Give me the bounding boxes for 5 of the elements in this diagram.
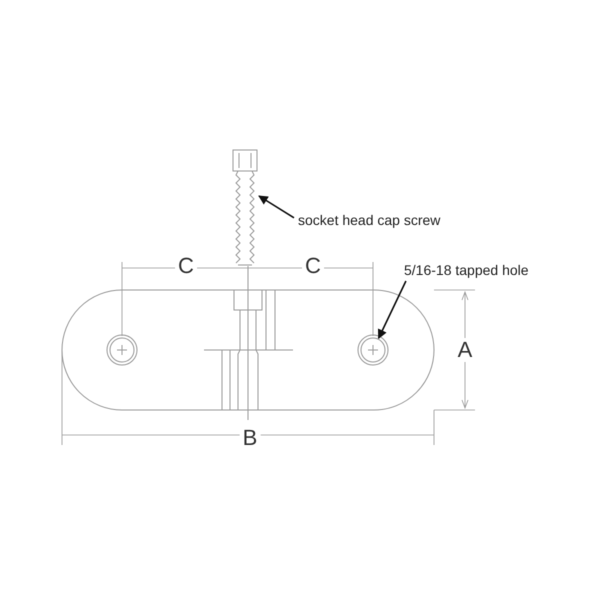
dimension-label: A [454, 338, 476, 362]
screw-drawing [231, 148, 259, 268]
callout-text: socket head cap screw [297, 211, 442, 230]
callout-text: 5/16-18 tapped hole [403, 261, 530, 280]
leader-line [258, 195, 294, 218]
